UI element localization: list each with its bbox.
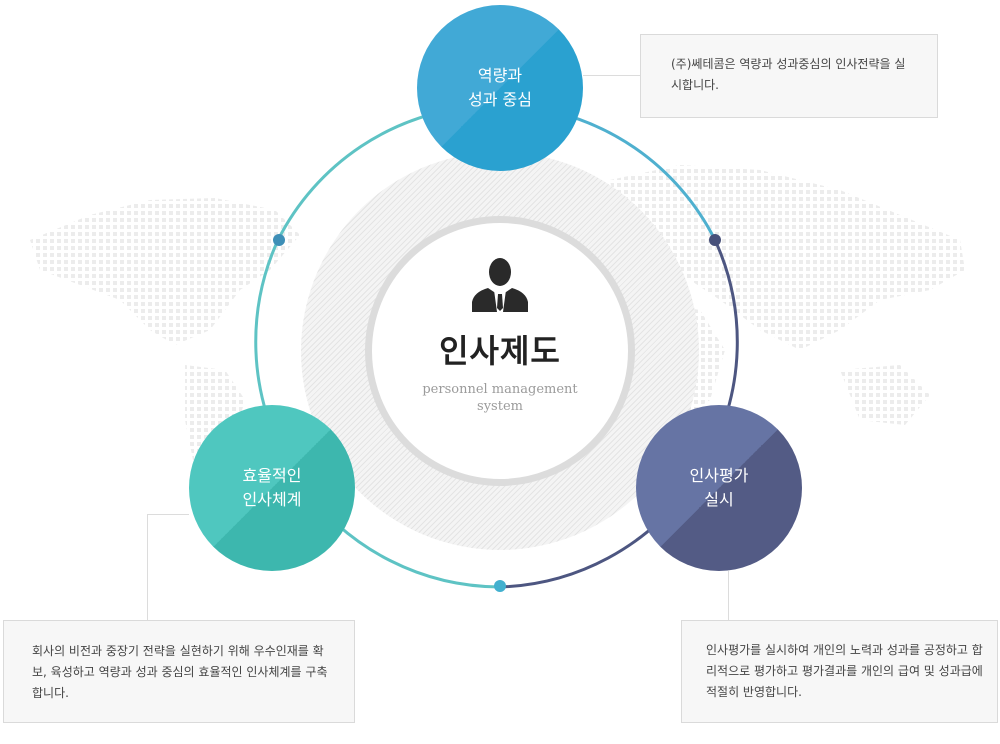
ring-dot-left — [273, 234, 285, 246]
ring-dot-bottom — [494, 580, 506, 592]
node-label-left: 효율적인 인사체계 — [242, 466, 302, 509]
node-label-right: 인사평가 실시 — [689, 466, 749, 509]
connector-right-v — [728, 571, 729, 620]
connector-left-v — [147, 514, 148, 620]
ring-dot-right — [709, 234, 721, 246]
description-box-right: 인사평가를 실시하여 개인의 노력과 성과를 공정하고 합리적으로 평가하고 평… — [681, 620, 998, 723]
center-title: 인사제도 — [439, 332, 561, 370]
description-box-top: (주)쎄테콤은 역량과 성과중심의 인사전략을 실시합니다. — [640, 34, 938, 118]
node-evaluation: 인사평가 실시 — [636, 405, 802, 571]
businessman-icon — [472, 258, 528, 312]
description-box-left: 회사의 비전과 중장기 전략을 실현하기 위해 우수인재를 확보, 육성하고 역… — [3, 620, 355, 723]
node-competency-performance: 역량과 성과 중심 — [417, 5, 583, 171]
connector-left-h — [147, 514, 189, 515]
center-subtitle: personnel management system — [422, 382, 578, 414]
node-efficient-system: 효율적인 인사체계 — [189, 405, 355, 571]
node-label-top: 역량과 성과 중심 — [468, 66, 532, 109]
connector-top-h — [583, 75, 640, 76]
